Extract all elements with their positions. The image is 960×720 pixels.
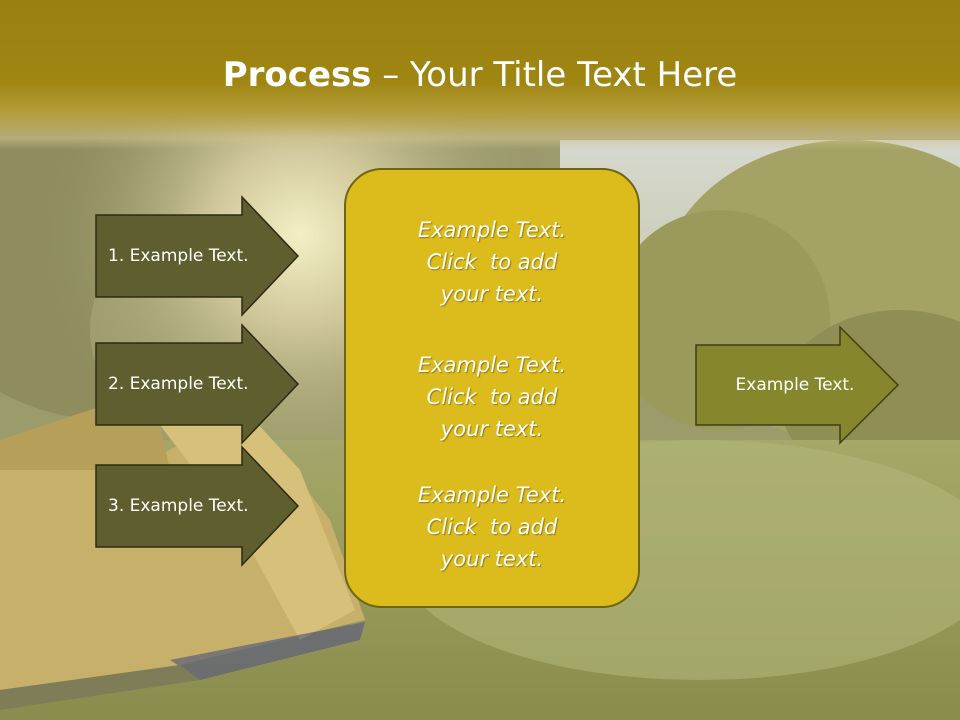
paragraph-line: Example Text. [417, 483, 567, 507]
paragraph-line: your text. [440, 547, 544, 571]
center-paragraph-1: Example Text. Click to add your text. [346, 214, 638, 310]
arrow-right-shape [95, 323, 300, 445]
arrow-right-shape [95, 195, 300, 317]
center-paragraph-2: Example Text. Click to add your text. [346, 349, 638, 445]
arrow-right-shape [95, 445, 300, 567]
page-title: Process – Your Title Text Here [0, 52, 960, 98]
arrow-right-shape [695, 325, 900, 445]
title-bold: Process [222, 55, 372, 95]
process-result-arrow[interactable]: Example Text. [695, 325, 900, 445]
title-rest: – Your Title Text Here [371, 55, 738, 95]
title-bar [0, 0, 960, 150]
paragraph-line: Example Text. [417, 218, 567, 242]
process-step-3-arrow[interactable]: 3. Example Text. [95, 445, 300, 567]
paragraph-line: Click to add [426, 515, 558, 539]
paragraph-line: your text. [440, 417, 544, 441]
paragraph-line: Example Text. [417, 353, 567, 377]
center-text-box[interactable]: Example Text. Click to add your text. Ex… [344, 168, 640, 608]
process-step-1-label: 1. Example Text. [108, 246, 249, 266]
process-step-2-arrow[interactable]: 2. Example Text. [95, 323, 300, 445]
paragraph-line: Click to add [426, 250, 558, 274]
paragraph-line: Click to add [426, 385, 558, 409]
paragraph-line: your text. [440, 282, 544, 306]
process-result-label: Example Text. [735, 375, 855, 395]
process-step-1-arrow[interactable]: 1. Example Text. [95, 195, 300, 317]
center-paragraph-3: Example Text. Click to add your text. [346, 479, 638, 575]
process-step-3-label: 3. Example Text. [108, 496, 249, 516]
process-step-2-label: 2. Example Text. [108, 374, 249, 394]
